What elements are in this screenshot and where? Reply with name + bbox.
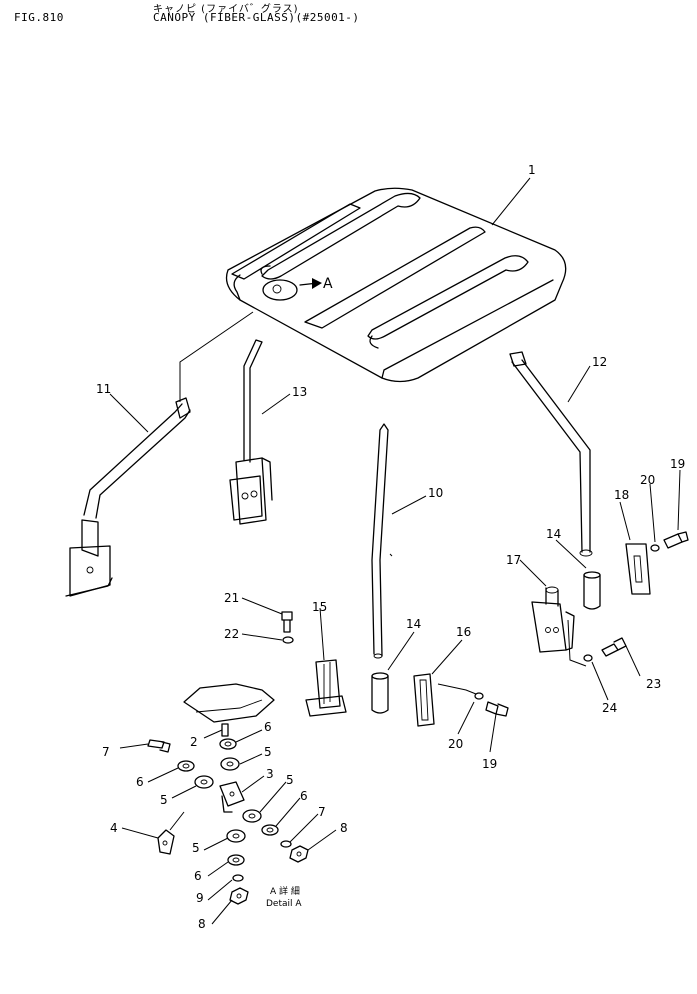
callout-19-left: 19 [482,757,497,771]
callout-6-left: 6 [136,775,144,789]
callout-6-mid: 6 [300,789,308,803]
plate-18 [625,543,651,595]
callout-8-right: 8 [340,821,348,835]
callout-11: 11 [96,382,111,396]
callout-22: 22 [224,627,239,641]
clip-4 [157,829,175,855]
figure-number: FIG.810 [14,11,64,24]
callout-6-top: 6 [264,720,272,734]
callout-5-lower: 5 [192,841,200,855]
washer-5-left [194,775,214,789]
callout-2: 2 [190,735,198,749]
washer-7-right [280,840,292,848]
callout-5-top: 5 [264,745,272,759]
callout-8-bottom: 8 [198,917,206,931]
callout-10: 10 [428,486,443,500]
detail-caption-japanese: A 詳 細 [270,885,300,897]
bracket-17 [531,586,575,653]
callout-19-right: 19 [670,457,685,471]
callout-1: 1 [528,163,536,177]
callout-4: 4 [110,821,118,835]
washer-22 [282,636,294,644]
bolt-19-right [663,531,689,549]
callout-5-left: 5 [160,793,168,807]
callout-7-right: 7 [318,805,326,819]
callout-14-upper: 14 [546,527,561,541]
callout-labels: 1 11 13 12 10 14 17 18 20 19 23 24 21 22… [96,163,685,931]
washer-6-top [219,738,237,750]
washer-6-lower [227,854,245,866]
nut-8-bottom [229,887,249,905]
callout-15: 15 [312,600,327,614]
callout-24: 24 [602,701,617,715]
callout-18: 18 [614,488,629,502]
callout-21: 21 [224,591,239,605]
callout-14-lower: 14 [406,617,421,631]
callout-6-lower: 6 [194,869,202,883]
washer-24 [583,654,593,662]
washer-5-lower [226,829,246,843]
washer-9 [232,874,244,882]
post-12 [509,351,593,557]
bolt-21 [281,611,293,633]
bolt-19-left [485,701,509,717]
leader-lines [109,177,681,925]
callout-3: 3 [266,767,274,781]
callout-9: 9 [196,891,204,905]
post-13 [229,339,273,525]
post-11 [65,397,191,597]
bracket-15 [305,659,347,717]
washer-20-left [474,692,484,700]
callout-16: 16 [456,625,471,639]
callout-13: 13 [292,385,307,399]
callout-20-left: 20 [448,737,463,751]
callout-20-right: 20 [640,473,655,487]
callout-17: 17 [506,553,521,567]
detail-a-roof-fragment [183,683,275,723]
bolt-23 [601,637,627,657]
washer-6-mid-right [261,824,279,836]
nut-8-right [289,845,309,863]
detail-marker: A [323,276,333,292]
detail-caption: Detail A [266,899,302,909]
callout-7-left: 7 [102,745,110,759]
sleeve-14-lower [371,672,389,714]
washer-20-right [650,544,660,552]
plate-16 [413,673,435,727]
sleeve-14-upper [583,571,601,610]
figure-title-japanese: キャノピ (ファイバ゛グラス) [153,4,299,15]
canopy-roof [225,187,567,383]
figure-title: CANOPY (FIBER-GLASS)(#25001-) [153,11,360,24]
bolt-2 [221,723,229,737]
washer-5-mid-right [242,809,262,823]
callout-5-mid: 5 [286,773,294,787]
bracket-3 [219,781,245,813]
washer-6-left [177,760,195,772]
washer-5-top [220,757,240,771]
bolt-7-left [147,739,171,753]
rod-10 [371,423,389,659]
callout-23: 23 [646,677,661,691]
callout-12: 12 [592,355,607,369]
